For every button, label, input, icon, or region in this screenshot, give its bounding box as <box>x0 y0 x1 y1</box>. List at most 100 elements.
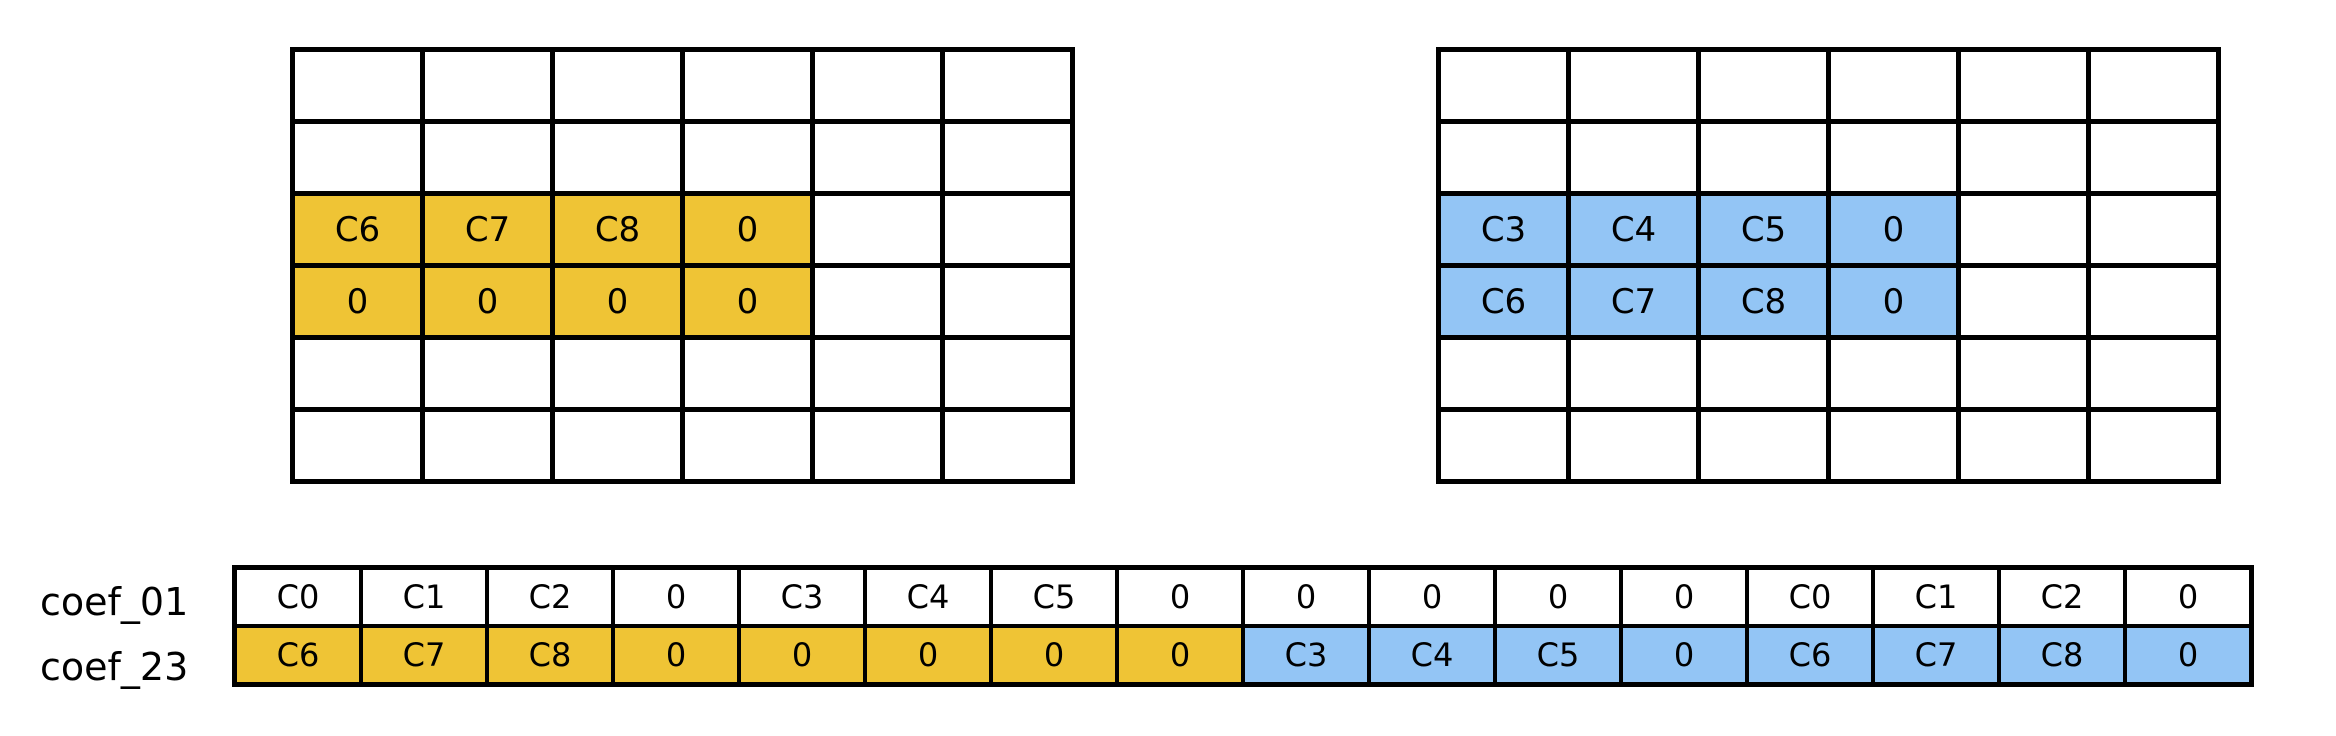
matrix-cell: C4 <box>1566 191 1701 268</box>
coef-cell: 0 <box>1115 624 1245 682</box>
matrix-cell <box>2086 52 2216 124</box>
matrix-cell <box>1441 407 1571 479</box>
matrix-cell <box>1956 191 2091 268</box>
matrix-cell <box>810 119 945 196</box>
matrix-cell <box>810 335 945 412</box>
matrix-cell <box>940 191 1070 268</box>
matrix-cell <box>2086 263 2216 340</box>
matrix-cell: C3 <box>1441 191 1571 268</box>
coef-cell: 0 <box>2123 570 2249 628</box>
matrix-row <box>295 52 1070 124</box>
matrix-cell <box>550 119 685 196</box>
matrix-cell <box>1826 119 1961 196</box>
coef-cell: C7 <box>359 624 489 682</box>
matrix-cell: 0 <box>295 263 425 340</box>
matrix-cell <box>295 335 425 412</box>
matrix-cell: C6 <box>1441 263 1571 340</box>
matrix-cell <box>295 407 425 479</box>
matrix-cell <box>680 407 815 479</box>
matrix-cell <box>1696 335 1831 412</box>
coef-cell: 0 <box>989 624 1119 682</box>
coef-cell: C8 <box>485 624 615 682</box>
coef-cell: 0 <box>1115 570 1245 628</box>
matrix-cell <box>1826 335 1961 412</box>
matrix-cell <box>1441 335 1571 412</box>
coef-cell: C2 <box>485 570 615 628</box>
matrix-row <box>295 119 1070 196</box>
coef-cell: C0 <box>237 570 363 628</box>
coef-cell: C0 <box>1745 570 1875 628</box>
coef-cell: C5 <box>1493 624 1623 682</box>
coef-cell: 0 <box>611 570 741 628</box>
coef-cell: C7 <box>1871 624 2001 682</box>
matrix-cell: C8 <box>550 191 685 268</box>
matrix-cell <box>1696 52 1831 124</box>
matrix-cell <box>680 335 815 412</box>
matrix-cell <box>1956 119 2091 196</box>
matrix-cell: 0 <box>680 191 815 268</box>
coef-cell: 0 <box>737 624 867 682</box>
matrix-row <box>1441 119 2216 196</box>
coef-cell: 0 <box>611 624 741 682</box>
matrix-cell <box>420 52 555 124</box>
matrix-cell <box>1566 407 1701 479</box>
matrix-cell: 0 <box>680 263 815 340</box>
matrix-cell <box>2086 335 2216 412</box>
matrix-cell <box>550 407 685 479</box>
matrix-cell <box>940 119 1070 196</box>
matrix-cell <box>420 119 555 196</box>
matrix-cell <box>940 263 1070 340</box>
coef-cell: C6 <box>1745 624 1875 682</box>
coef-cell: C5 <box>989 570 1119 628</box>
matrix-cell <box>1956 263 2091 340</box>
coef-cell: 0 <box>1619 624 1749 682</box>
matrix-cell <box>940 335 1070 412</box>
coef-01-label: coef_01 <box>40 580 189 624</box>
coef-cell: C1 <box>359 570 489 628</box>
matrix-cell: C5 <box>1696 191 1831 268</box>
matrix-cell <box>810 263 945 340</box>
matrix-cell <box>1566 335 1701 412</box>
matrix-cell <box>680 52 815 124</box>
matrix-cell: 0 <box>550 263 685 340</box>
matrix-cell <box>1441 52 1571 124</box>
coef-cell: C3 <box>1241 624 1371 682</box>
matrix-cell <box>1696 119 1831 196</box>
matrix-row <box>295 407 1070 479</box>
matrix-cell <box>1566 52 1701 124</box>
matrix-cell <box>295 119 425 196</box>
matrix-cell <box>940 52 1070 124</box>
matrix-cell <box>2086 119 2216 196</box>
matrix-cell <box>1826 52 1961 124</box>
coef-cell: C3 <box>737 570 867 628</box>
matrix-cell <box>420 407 555 479</box>
matrix-row <box>1441 335 2216 412</box>
matrix-row <box>1441 52 2216 124</box>
matrix-cell: 0 <box>1826 263 1961 340</box>
matrix-cell: 0 <box>420 263 555 340</box>
matrix-cell <box>420 335 555 412</box>
matrix-cell <box>1956 52 2091 124</box>
matrix-row <box>295 335 1070 412</box>
matrix-cell <box>1826 407 1961 479</box>
matrix-cell <box>680 119 815 196</box>
coef-cell: 0 <box>1241 570 1371 628</box>
matrix-cell <box>550 52 685 124</box>
matrix-cell: C7 <box>1566 263 1701 340</box>
matrix-cell <box>550 335 685 412</box>
matrix-row <box>1441 407 2216 479</box>
coef-cell: C2 <box>1997 570 2127 628</box>
matrix-cell: C7 <box>420 191 555 268</box>
coef-cell: C4 <box>863 570 993 628</box>
matrix-cell: C8 <box>1696 263 1831 340</box>
